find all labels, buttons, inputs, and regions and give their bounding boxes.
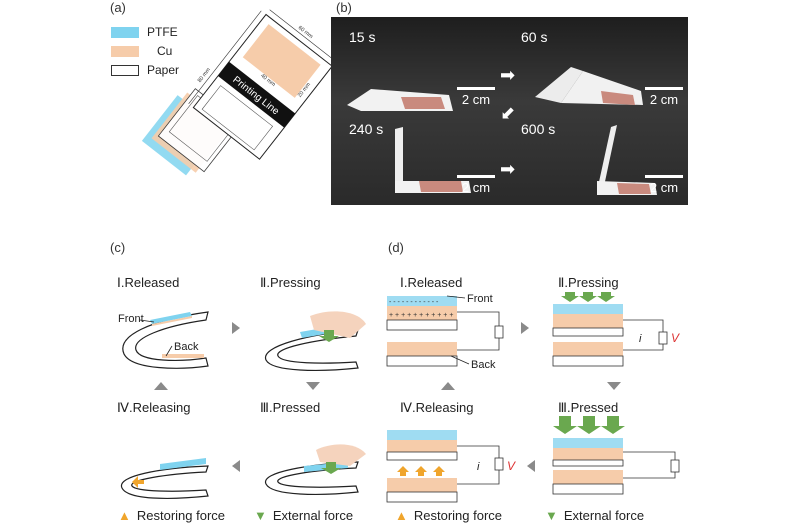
- legend-label-ptfe: PTFE: [147, 25, 178, 39]
- dim-height-line: [188, 10, 262, 104]
- restoring-arrow-icon-d: ▲: [395, 508, 408, 523]
- arrow-down-d: [607, 382, 621, 390]
- frame-time-1: 15 s: [349, 29, 376, 45]
- stage-d-pressing: Ⅱ.Pressing: [558, 275, 619, 290]
- circuit-releasing: i V: [386, 430, 516, 503]
- back-leader-d: [450, 355, 470, 365]
- panel-c-drawing: Front Back: [118, 311, 366, 499]
- arrow-right-icon-2: ➡: [500, 159, 516, 179]
- panel-b-label: (b): [336, 0, 352, 15]
- front-label-c: Front: [118, 313, 144, 325]
- svg-text:i: i: [639, 333, 642, 345]
- back-leader-c: [165, 345, 173, 357]
- arrow-right-d: [521, 322, 529, 334]
- arrow-right-c: [232, 322, 240, 334]
- svg-text:V: V: [507, 459, 516, 473]
- legend-ptfe: PTFE: [111, 25, 178, 39]
- circuit-pressing: i V: [552, 292, 680, 367]
- svg-text:V: V: [671, 331, 680, 345]
- legend-paper: Paper: [111, 63, 179, 77]
- sample-frame-4: [597, 125, 657, 195]
- panel-d-drawing: - - - - - - - - - - - - + + + + + + + + …: [386, 292, 680, 503]
- svg-text:i: i: [477, 461, 480, 473]
- restoring-arrow-icon: ▲: [118, 508, 131, 523]
- frame-time-2: 60 s: [521, 29, 548, 45]
- scale-bar-1: 2 cm: [457, 87, 495, 107]
- sample-frame-2: [535, 67, 643, 105]
- stage-d-releasing: Ⅳ.Releasing: [400, 400, 474, 415]
- svg-text:- - - - - - - - - - - -: - - - - - - - - - - - -: [389, 299, 439, 306]
- photo-panel: 15 s 2 cm 60 s 2 cm 240 s 2 cm 600 s 2 c…: [331, 17, 688, 205]
- arrow-left-c: [232, 460, 240, 472]
- stage-d-released: Ⅰ.Released: [400, 275, 463, 290]
- device-pressing: [265, 311, 366, 371]
- device-releasing: [120, 458, 209, 499]
- legend-swatch-ptfe: [111, 26, 139, 38]
- device-released: [122, 311, 209, 369]
- footer-external-c: ▼ External force: [254, 508, 354, 523]
- svg-text:+ + + + + + + + + + +: + + + + + + + + + + +: [389, 312, 453, 319]
- scale-bar-4: 2 cm: [645, 175, 683, 195]
- arrow-up-c: [154, 382, 168, 390]
- legend-swatch-paper: [111, 64, 139, 76]
- panel-a-label: (a): [110, 0, 126, 15]
- cu-electrode: [242, 24, 321, 98]
- arrow-down-left-icon: ➡: [495, 101, 521, 127]
- legend-label-paper: Paper: [147, 63, 180, 77]
- external-arrow-icon-d: ▼: [545, 508, 558, 523]
- circuit-pressed: [552, 416, 680, 495]
- footer-external-d: ▼ External force: [545, 508, 645, 523]
- arrow-down-c: [306, 382, 320, 390]
- arrow-right-icon: ➡: [500, 65, 516, 85]
- circuit-released: - - - - - - - - - - - - + + + + + + + + …: [386, 296, 504, 367]
- sample-frame-3: [395, 127, 471, 193]
- scale-bar-2: 2 cm: [645, 87, 683, 107]
- panel-a-drawing: Printing Line 60 mm 80 mm 40 mm 20 mm: [141, 9, 337, 176]
- stage-c-pressed: Ⅲ.Pressed: [260, 400, 321, 415]
- paper-lower-frame: [201, 85, 274, 151]
- footer-restoring-c: ▲ Restoring force: [118, 508, 226, 523]
- stage-c-released: Ⅰ.Released: [117, 275, 180, 290]
- dim-width-line: [269, 9, 337, 62]
- dim-height-label: 80 mm: [197, 67, 212, 84]
- arrow-left-d: [527, 460, 535, 472]
- back-label-c: Back: [174, 341, 199, 353]
- stage-c-pressing: Ⅱ.Pressing: [260, 275, 321, 290]
- frame-time-4: 600 s: [521, 121, 556, 137]
- footer-restoring-d: ▲ Restoring force: [395, 508, 503, 523]
- scale-bar-3: 2 cm: [457, 175, 495, 195]
- back-label-d: Back: [471, 359, 496, 371]
- front-leader-c: [139, 319, 155, 323]
- legend-swatch-cu: [111, 45, 139, 57]
- legend-cu: Cu: [111, 44, 172, 58]
- stage-d-pressed: Ⅲ.Pressed: [558, 400, 619, 415]
- panel-c-label: (c): [110, 240, 126, 255]
- sample-frame-1: [347, 89, 453, 111]
- stage-c-releasing: Ⅳ.Releasing: [117, 400, 191, 415]
- external-arrow-icon: ▼: [254, 508, 267, 523]
- front-leader-d: [446, 295, 466, 299]
- device-pressed: [265, 444, 366, 495]
- legend-label-cu: Cu: [157, 44, 173, 58]
- panel-d-label: (d): [388, 240, 404, 255]
- front-label-d: Front: [467, 293, 493, 305]
- printing-line-band: [217, 61, 296, 128]
- frame-time-3: 240 s: [349, 121, 384, 137]
- arrow-up-d: [441, 382, 455, 390]
